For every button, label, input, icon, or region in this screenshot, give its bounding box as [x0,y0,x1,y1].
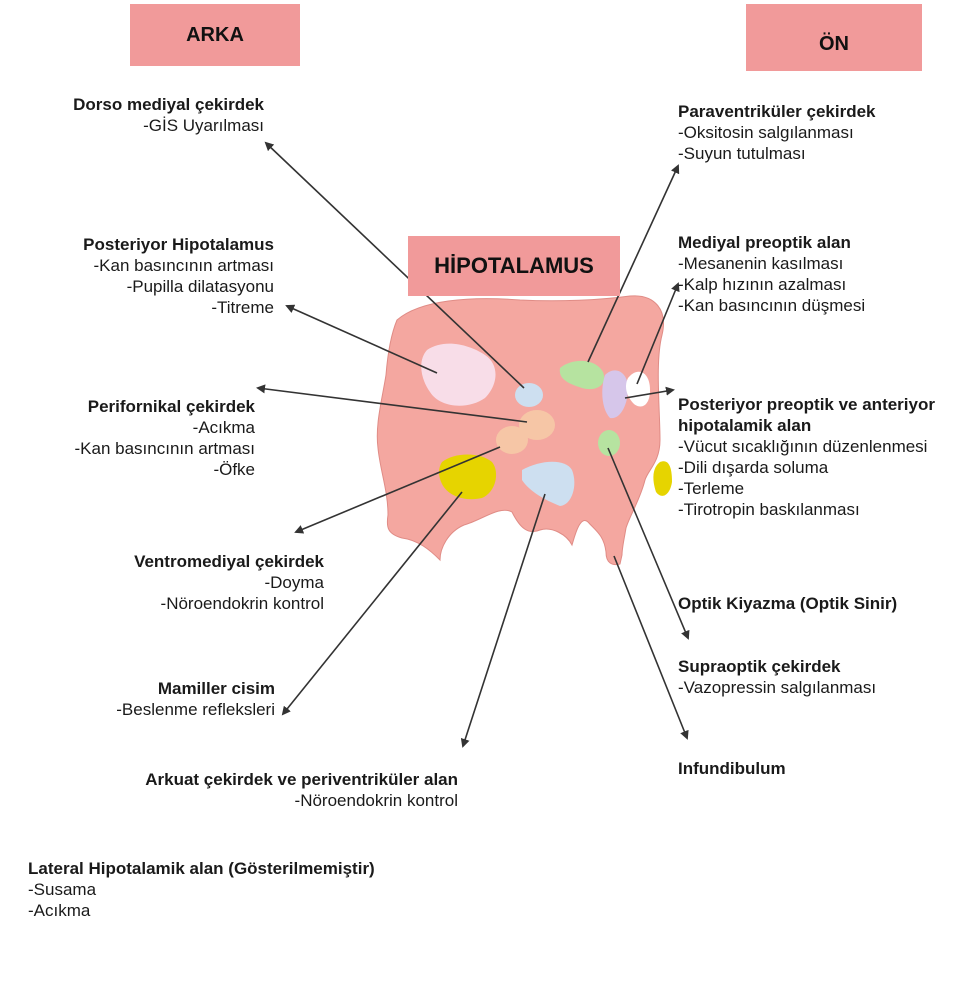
label-item: -Nöroendokrin kontrol [134,593,324,614]
label-item: -Kan basıncının artması [75,438,255,459]
label-paraventricular: Paraventriküler çekirdek -Oksitosin salg… [678,101,876,164]
dorsomedial-nucleus [515,383,543,407]
label-title: Mediyal preoptik alan [678,232,865,253]
label-title: Ventromediyal çekirdek [134,551,324,572]
label-title: Arkuat çekirdek ve periventriküler alan [145,769,458,790]
label-title: Optik Kiyazma (Optik Sinir) [678,593,897,614]
header-front: ÖN [746,4,922,71]
label-item: -Terleme [678,478,963,499]
label-title: Dorso mediyal çekirdek [73,94,264,115]
label-item: -Vücut sıcaklığının düzenlenmesi [678,436,963,457]
label-lateral-hypothalamic: Lateral Hipotalamik alan (Gösterilmemişt… [28,858,375,921]
label-supraoptic: Supraoptik çekirdek -Vazopressin salgıla… [678,656,876,698]
header-back: ARKA [130,4,300,66]
label-item: -Pupilla dilatasyonu [83,276,274,297]
label-title: Posteriyor Hipotalamus [83,234,274,255]
label-posterior-preoptic: Posteriyor preoptik ve anteriyor hipotal… [678,394,963,520]
label-item: -Doyma [134,572,324,593]
label-perifornical: Perifornikal çekirdek -Acıkma -Kan basın… [75,396,255,480]
arrow-supraoptic [614,556,687,738]
label-title: Supraoptik çekirdek [678,656,876,677]
label-medial-preoptic: Mediyal preoptik alan -Mesanenin kasılma… [678,232,865,316]
label-item: -Susama [28,879,375,900]
label-title: Infundibulum [678,758,786,779]
label-item: -Tirotropin baskılanması [678,499,963,520]
label-title: Perifornikal çekirdek [75,396,255,417]
label-optic-chiasm: Optik Kiyazma (Optik Sinir) [678,593,897,614]
label-mamillary: Mamiller cisim -Beslenme refleksleri [116,678,275,720]
label-item: -Kalp hızının azalması [678,274,865,295]
label-item: -Vazopressin salgılanması [678,677,876,698]
label-item: -Kan basıncının artması [83,255,274,276]
label-title: Posteriyor preoptik ve anteriyor hipotal… [678,394,963,436]
label-item: -Suyun tutulması [678,143,876,164]
label-item: -Oksitosin salgılanması [678,122,876,143]
label-title: Lateral Hipotalamik alan (Gösterilmemişt… [28,858,375,879]
label-item: -GİS Uyarılması [73,115,264,136]
label-title: Mamiller cisim [116,678,275,699]
label-ventromedial: Ventromediyal çekirdek -Doyma -Nöroendok… [134,551,324,614]
label-item: -Kan basıncının düşmesi [678,295,865,316]
label-item: -Dili dışarda soluma [678,457,963,478]
label-item: -Acıkma [75,417,255,438]
label-item: -Mesanenin kasılması [678,253,865,274]
label-arcuate: Arkuat çekirdek ve periventriküler alan … [145,769,458,811]
ventromedial-nucleus [496,426,528,454]
label-item: -Acıkma [28,900,375,921]
header-hypothalamus: HİPOTALAMUS [408,236,620,296]
label-posterior-hypothalamus: Posteriyor Hipotalamus -Kan basıncının a… [83,234,274,318]
label-title: Paraventriküler çekirdek [678,101,876,122]
label-infundibulum: Infundibulum [678,758,786,779]
label-item: -Öfke [75,459,255,480]
label-item: -Beslenme refleksleri [116,699,275,720]
label-dorsomedial: Dorso mediyal çekirdek -GİS Uyarılması [73,94,264,136]
label-item: -Nöroendokrin kontrol [145,790,458,811]
optic-chiasm [653,461,672,496]
label-item: -Titreme [83,297,274,318]
arrow-arkuat [463,494,545,746]
